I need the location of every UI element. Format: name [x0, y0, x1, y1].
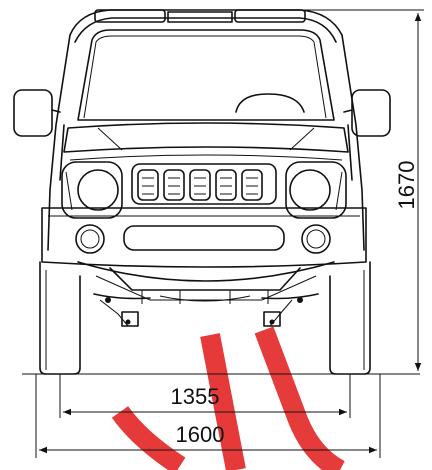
tire-left [39, 261, 81, 375]
headlight-left [61, 161, 123, 219]
roof [69, 9, 343, 43]
grille-slots [137, 169, 263, 201]
height-dimension: 1670 [300, 9, 424, 371]
tire-right [329, 261, 371, 375]
grille [131, 163, 277, 205]
track-value: 1355 [171, 384, 220, 409]
height-value: 1670 [394, 161, 419, 210]
width-value: 1600 [176, 422, 225, 447]
body-sides [47, 34, 365, 251]
undercarriage [77, 261, 335, 327]
watermark [111, 326, 346, 470]
width-dimension: 1600 [35, 374, 381, 458]
hood [63, 122, 349, 161]
windshield [77, 29, 335, 121]
front-bumper [41, 207, 367, 268]
side-mirror-right [343, 89, 391, 137]
track-dimension: 1355 [59, 374, 351, 418]
headlight-right [285, 161, 347, 219]
side-mirror-left [13, 89, 61, 137]
